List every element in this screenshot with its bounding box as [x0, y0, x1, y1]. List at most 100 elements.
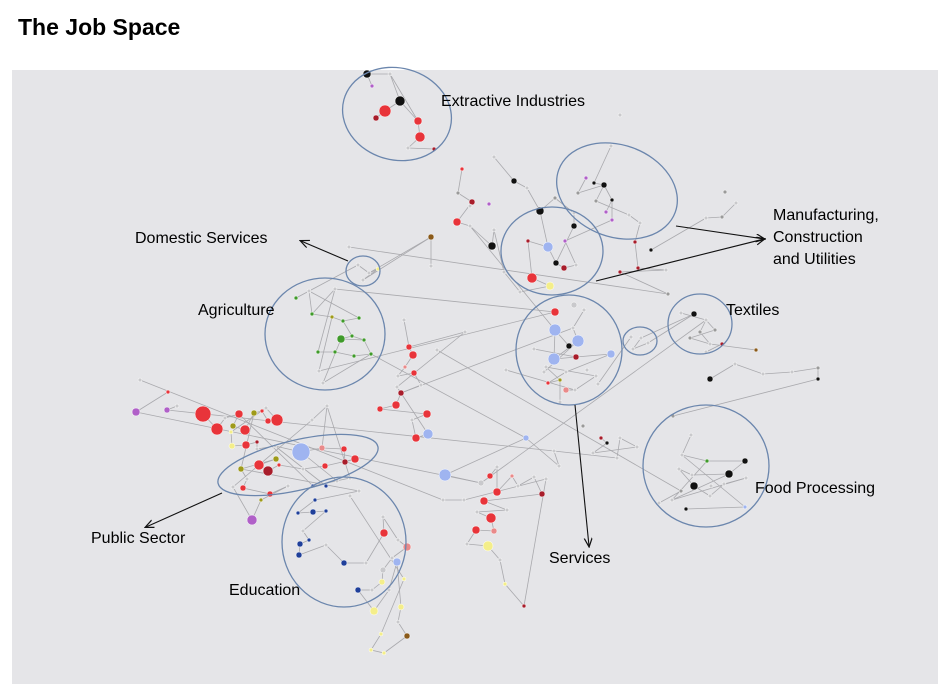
network-node	[474, 509, 480, 515]
network-edge	[539, 210, 549, 248]
network-edge	[311, 288, 336, 315]
network-node	[163, 406, 171, 414]
network-node	[137, 377, 143, 383]
network-edge	[476, 509, 508, 513]
network-node	[626, 212, 632, 218]
network-node	[504, 507, 510, 513]
network-edge	[382, 516, 399, 541]
label-domestic-services: Domestic Services	[135, 230, 268, 247]
cluster-outline-extractive	[341, 66, 453, 162]
network-node	[295, 551, 303, 559]
network-node	[372, 114, 380, 122]
network-node	[285, 483, 291, 489]
network-edge	[555, 225, 575, 264]
network-node	[363, 560, 369, 566]
network-edge	[592, 446, 638, 454]
network-node	[405, 145, 411, 151]
label-textiles: Textiles	[726, 302, 780, 319]
network-node	[665, 291, 671, 297]
network-node	[637, 220, 643, 226]
network-edge	[564, 219, 613, 242]
network-edge	[523, 478, 547, 607]
network-node	[688, 432, 694, 438]
network-node	[562, 386, 570, 394]
network-node	[509, 473, 515, 479]
network-edge	[658, 490, 682, 504]
network-node	[634, 444, 640, 450]
network-node	[387, 71, 393, 77]
network-node	[378, 104, 392, 118]
network-edge	[326, 405, 351, 479]
network-node	[376, 405, 384, 413]
network-node	[222, 415, 228, 421]
network-node	[368, 351, 374, 357]
network-node	[332, 349, 338, 355]
network-node	[262, 465, 274, 477]
network-edge	[325, 544, 345, 564]
network-node	[721, 481, 727, 487]
network-node	[410, 369, 418, 377]
network-node	[501, 269, 507, 275]
network-node	[648, 247, 654, 253]
network-node	[598, 435, 604, 441]
network-node	[324, 403, 330, 409]
pointer-lines	[146, 225, 764, 546]
network-node	[397, 603, 405, 611]
network-node	[487, 241, 497, 251]
network-edge	[504, 583, 525, 607]
network-node	[503, 367, 509, 373]
network-node	[381, 650, 387, 656]
network-edge	[463, 478, 547, 501]
network-node	[656, 500, 662, 506]
network-node	[689, 472, 695, 478]
arrow-domestic	[301, 241, 349, 262]
network-node	[392, 557, 402, 567]
network-node	[440, 497, 446, 503]
network-node	[459, 166, 465, 172]
network-node	[379, 566, 387, 574]
network-node	[591, 180, 597, 186]
arrow-services	[574, 404, 589, 546]
page-title: The Job Space	[18, 14, 181, 40]
network-edge	[480, 319, 707, 484]
network-node	[552, 259, 560, 267]
network-node	[368, 647, 374, 653]
network-node	[309, 417, 315, 423]
label-public-sector: Public Sector	[91, 530, 186, 547]
label-extractive-industries: Extractive Industries	[441, 93, 586, 110]
network-node	[742, 504, 748, 510]
network-node	[379, 528, 389, 538]
network-node	[340, 318, 346, 324]
network-node	[369, 587, 375, 593]
network-edge	[572, 309, 585, 329]
network-node	[606, 349, 616, 359]
network-edge	[457, 168, 463, 194]
network-node	[266, 490, 274, 498]
network-node	[545, 281, 555, 291]
network-node	[350, 454, 360, 464]
network-node	[485, 512, 497, 524]
network-edge	[295, 264, 359, 299]
network-node	[361, 337, 367, 343]
network-edge	[637, 267, 667, 271]
network-node	[318, 444, 326, 452]
arrow-manufacturing-mid	[595, 239, 764, 282]
network-node	[401, 576, 407, 582]
network-node	[580, 423, 586, 429]
network-panel	[12, 70, 938, 684]
network-node	[291, 442, 311, 462]
network-edge	[619, 269, 667, 273]
arrow-manufacturing-top	[675, 225, 764, 239]
network-edge	[308, 290, 360, 319]
network-edge	[469, 225, 493, 247]
network-node	[391, 400, 401, 410]
network-node	[678, 310, 684, 316]
network-edge	[678, 468, 693, 476]
network-node	[491, 154, 497, 160]
network-node	[380, 514, 386, 520]
network-edge	[574, 375, 597, 391]
network-node	[552, 195, 558, 201]
network-node	[452, 217, 462, 227]
network-edge	[242, 487, 271, 495]
